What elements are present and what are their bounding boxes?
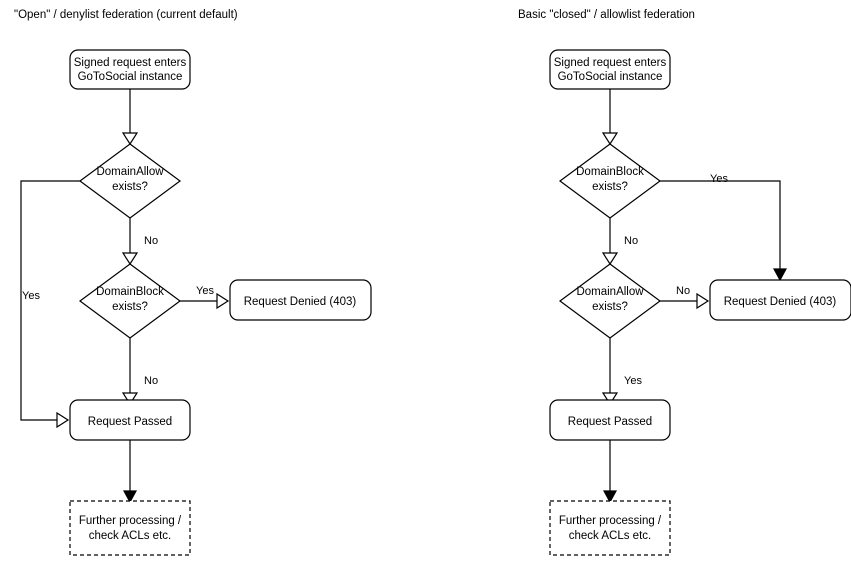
node-decision1-label-line2: exists? [112, 181, 148, 193]
panel-title-denylist: "Open" / denylist federation (current de… [14, 9, 238, 21]
arrowhead-open-icon [121, 252, 139, 266]
node-decision2-label-line2: exists? [592, 301, 628, 313]
node-passed-label: Request Passed [568, 416, 652, 428]
node-denied-label: Request Denied (403) [244, 296, 357, 308]
node-request-passed-allowlist: Request Passed [549, 399, 671, 441]
edge-decision2-no-to-passed: No [121, 338, 158, 406]
node-denied-shape [709, 279, 851, 321]
node-start-shape [69, 49, 191, 90]
node-further-label-line2: check ACLs etc. [569, 530, 651, 542]
node-request-passed-denylist: Request Passed [69, 399, 191, 441]
node-decision2-label-line2: exists? [112, 301, 148, 313]
node-start-allowlist: Signed request enters GoToSocial instanc… [549, 49, 671, 90]
edge-label-decision2-yes: Yes [196, 285, 214, 297]
node-further-shape [69, 500, 191, 556]
edge-decision2-yes-to-denied: Yes [180, 285, 230, 310]
node-further-processing-allowlist: Further processing / check ACLs etc. [549, 500, 671, 556]
node-decision1-label-line1: DomainBlock [576, 166, 644, 178]
node-further-label-line1: Further processing / [559, 515, 662, 527]
arrowhead-solid-icon [602, 490, 618, 504]
arrowhead-open-icon [601, 252, 619, 266]
edge-decision1-yes-to-passed: Yes [20, 180, 80, 429]
node-further-shape [549, 500, 671, 556]
node-start-label-line2: GoToSocial instance [558, 71, 663, 83]
edge-label-decision2-yes: Yes [624, 375, 642, 387]
edge-label-decision1-yes: Yes [710, 173, 728, 185]
node-decision-domainallow-denylist: DomainAllow exists? [78, 143, 182, 219]
edge-decision1-yes-to-denied: Yes [660, 173, 788, 282]
edge-start-to-decision1 [121, 89, 139, 146]
node-further-label-line1: Further processing / [79, 515, 182, 527]
node-decision1-label-line1: DomainAllow [96, 166, 164, 178]
edge-passed-to-further [602, 440, 618, 504]
edge-label-decision2-no: No [676, 285, 690, 297]
arrowhead-open-icon [216, 292, 230, 310]
edge-passed-to-further [122, 440, 138, 504]
edge-decision1-no-to-decision2: No [601, 218, 638, 266]
node-start-label-line2: GoToSocial instance [78, 71, 183, 83]
arrowhead-open-icon [601, 392, 619, 406]
node-further-processing-denylist: Further processing / check ACLs etc. [69, 500, 191, 556]
node-decision-domainblock-allowlist: DomainBlock exists? [558, 143, 662, 219]
node-start-label-line1: Signed request enters [554, 57, 667, 69]
edge-decision2-no-to-denied: No [660, 285, 710, 310]
node-decision2-label-line1: DomainAllow [576, 286, 644, 298]
arrowhead-solid-icon [122, 490, 138, 504]
arrowhead-solid-icon [772, 268, 788, 282]
panel-title-allowlist: Basic "closed" / allowlist federation [518, 9, 695, 21]
node-passed-label: Request Passed [88, 416, 172, 428]
node-request-denied-denylist: Request Denied (403) [229, 279, 372, 321]
node-start-shape [549, 49, 671, 90]
node-decision-domainblock-denylist: DomainBlock exists? [78, 263, 182, 339]
panel-denylist: "Open" / denylist federation (current de… [14, 9, 372, 556]
arrowhead-open-icon [56, 411, 70, 429]
edge-label-decision1-no: No [144, 235, 158, 247]
edge-decision2-yes-to-passed: Yes [601, 338, 642, 406]
arrowhead-open-icon [601, 132, 619, 146]
edge-label-decision1-no: No [624, 235, 638, 247]
edge-decision1-no-to-decision2: No [121, 218, 158, 266]
arrowhead-open-icon [121, 392, 139, 406]
arrowhead-open-icon [696, 292, 710, 310]
edge-label-decision2-no: No [144, 375, 158, 387]
node-decision-domainallow-allowlist: DomainAllow exists? [558, 263, 662, 339]
node-start-label-line1: Signed request enters [74, 57, 187, 69]
arrowhead-open-icon [121, 132, 139, 146]
node-decision2-label-line1: DomainBlock [96, 286, 164, 298]
node-further-label-line2: check ACLs etc. [89, 530, 171, 542]
panel-allowlist: Basic "closed" / allowlist federation Si… [518, 9, 851, 556]
node-denied-label: Request Denied (403) [724, 296, 837, 308]
node-denied-shape [229, 279, 372, 321]
edge-label-decision1-yes: Yes [22, 290, 40, 302]
edge-start-to-decision1 [601, 89, 619, 146]
node-start-denylist: Signed request enters GoToSocial instanc… [69, 49, 191, 90]
node-request-denied-allowlist: Request Denied (403) [709, 279, 851, 321]
node-decision1-label-line2: exists? [592, 181, 628, 193]
